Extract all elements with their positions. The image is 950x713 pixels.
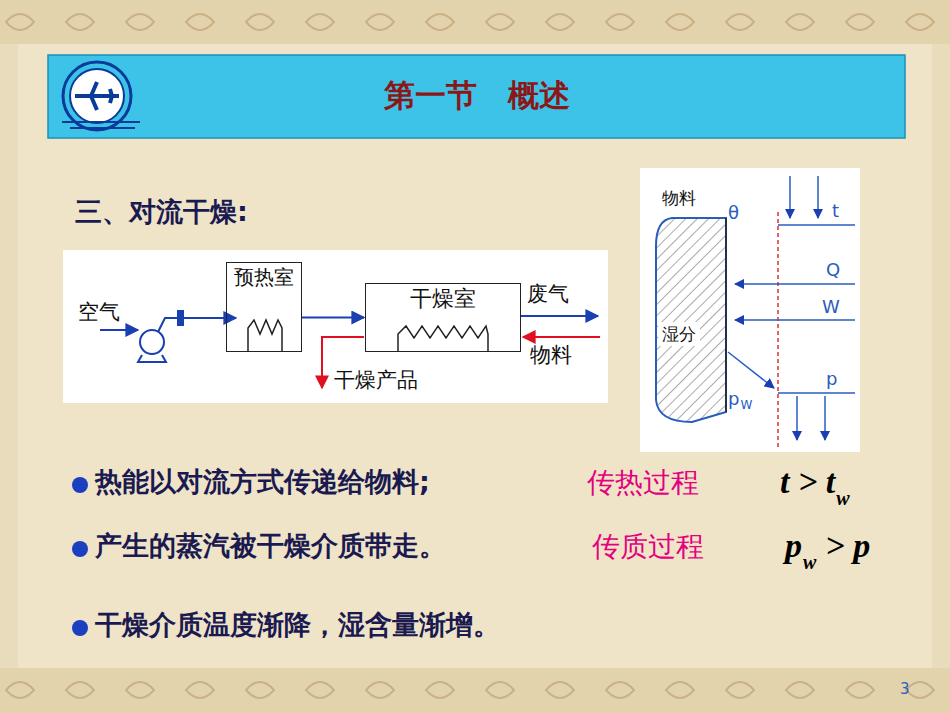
border-motif [726, 682, 754, 698]
border-motif [486, 14, 514, 30]
border-motif [846, 682, 874, 698]
heater-box: 预热室 [226, 262, 302, 352]
right-border-band [932, 44, 950, 668]
symbol-label: W [822, 296, 840, 318]
bullet-text: 热能以对流方式传递给物料; [95, 466, 430, 498]
section-heading: 三、对流干燥: [75, 196, 248, 228]
slide-title: 第一节 概述 [48, 77, 905, 114]
border-motif [306, 14, 334, 30]
dryer-box: 干燥室 [365, 283, 521, 352]
stream-label: 物料 [530, 343, 572, 368]
symbol-label: p [728, 388, 739, 410]
border-motif [426, 14, 454, 30]
border-motif [246, 14, 274, 30]
material-region: 物料湿分 [650, 186, 734, 428]
stream-label: 干燥产品 [334, 368, 418, 393]
border-motif [6, 14, 34, 30]
border-motif [366, 14, 394, 30]
formula-subscript: w [836, 486, 849, 510]
process-name: 传质过程 [592, 530, 704, 564]
border-motif [366, 682, 394, 698]
border-motif [786, 14, 814, 30]
border-motif [126, 682, 154, 698]
bullet-text: 产生的蒸汽被干燥介质带走。 [95, 530, 446, 562]
border-motif [66, 14, 94, 30]
bullet-dots [72, 477, 88, 636]
symbol-label: θ [728, 202, 739, 224]
page-number: 3 [900, 680, 910, 698]
formula-subscript: w [803, 550, 816, 574]
formula: > p [825, 526, 870, 567]
symbol-subscript: W [740, 398, 752, 412]
stream-label: 废气 [527, 282, 569, 307]
wet-material-body [656, 218, 726, 422]
border-motif [606, 14, 634, 30]
border-motif [786, 682, 814, 698]
bullet-text: 干燥介质温度渐降，湿含量渐增。 [95, 609, 500, 641]
node-text: 湿分 [658, 322, 700, 346]
border-motif [546, 682, 574, 698]
symbol-label: p [826, 368, 837, 390]
border-motif [126, 14, 154, 30]
border-motif [666, 14, 694, 30]
border-motif [726, 14, 754, 30]
flow-diagram-panel [63, 250, 608, 403]
flow-arrow [302, 317, 364, 319]
formula: p [785, 526, 802, 567]
node-text: 干燥室 [366, 284, 520, 314]
border-motif [906, 682, 934, 698]
border-motif [306, 682, 334, 698]
border-motif [486, 682, 514, 698]
border-motif [426, 682, 454, 698]
left-border-band [0, 44, 18, 668]
border-motif [246, 682, 274, 698]
border-motif [546, 14, 574, 30]
border-motif [186, 682, 214, 698]
node-text: 物料 [658, 186, 700, 210]
material-outline [650, 186, 734, 428]
formula: t > t [780, 462, 835, 503]
border-motif [666, 682, 694, 698]
bottom-border-band [0, 668, 950, 713]
stream-label: 空气 [78, 300, 120, 325]
border-motif [846, 14, 874, 30]
symbol-label: Q [826, 259, 840, 281]
title-bar [48, 55, 905, 138]
top-border-band [0, 0, 950, 44]
process-name: 传热过程 [587, 466, 699, 500]
border-motif [66, 682, 94, 698]
drying-model-panel [640, 168, 860, 452]
border-motif [906, 14, 934, 30]
border-motif [606, 682, 634, 698]
airplane-logo [62, 62, 140, 130]
border-motif [186, 14, 214, 30]
border-motif [6, 682, 34, 698]
material-surface [725, 218, 727, 412]
symbol-label: t [832, 200, 839, 222]
transfer-lines [728, 176, 855, 447]
node-text: 预热室 [227, 263, 301, 291]
